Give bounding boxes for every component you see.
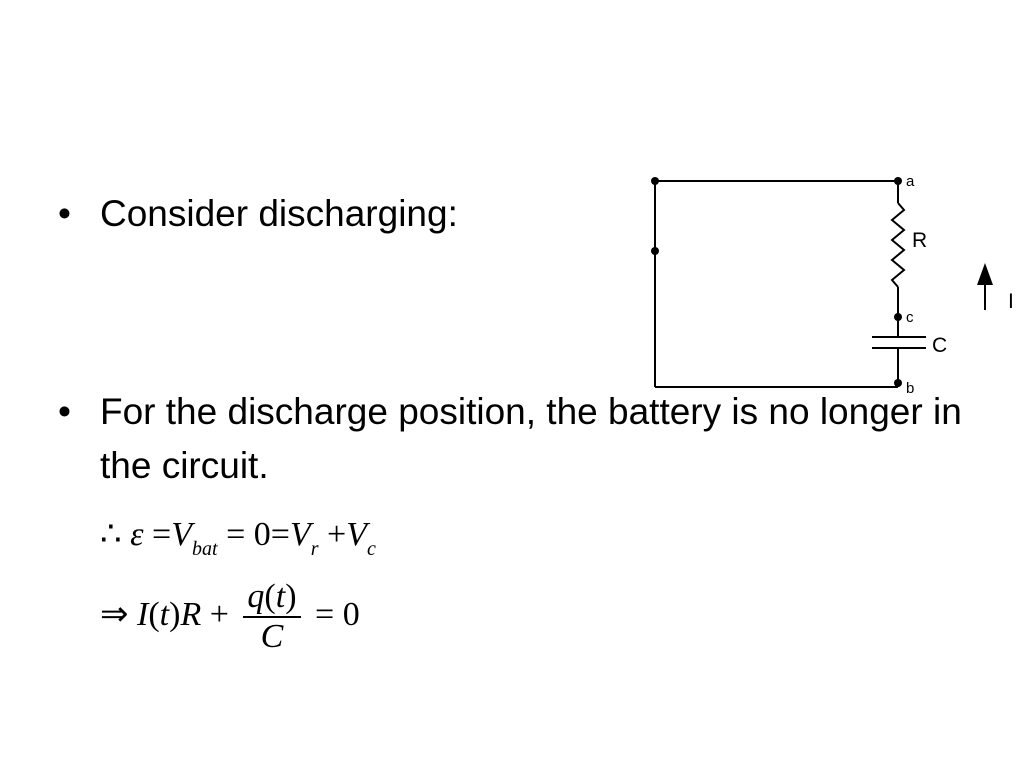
resistor-symbol	[890, 202, 906, 288]
node-left	[651, 247, 659, 255]
paren-open: (	[148, 595, 160, 633]
v-symbol: V	[289, 516, 311, 553]
label-r: R	[912, 229, 927, 252]
zero: 0	[253, 516, 271, 553]
fraction-q-over-c: q(t) C	[243, 578, 301, 656]
implies-symbol: ⇒	[100, 595, 129, 633]
paren-close: )	[169, 595, 181, 633]
fraction-bar	[243, 616, 301, 618]
fraction-numerator: q(t)	[243, 578, 300, 616]
current-arrow-head	[977, 263, 993, 285]
v-symbol: V	[171, 516, 193, 553]
current-i: I	[137, 595, 149, 633]
bullet-marker: •	[58, 193, 71, 234]
paren-close: )	[285, 578, 297, 615]
equals: =	[270, 516, 290, 553]
fraction-denominator: C	[260, 618, 284, 655]
rc-circuit-diagram: a R c C b I	[651, 173, 1014, 397]
bullet-marker: •	[58, 391, 71, 432]
node-top-left	[651, 177, 659, 185]
bullet-text: Consider discharging:	[100, 193, 458, 234]
label-c: c	[906, 309, 914, 326]
label-capacitor: C	[932, 334, 947, 357]
subscript-r: r	[310, 538, 319, 560]
equals: =	[152, 516, 172, 553]
label-a: a	[906, 173, 915, 190]
node-c	[894, 313, 902, 321]
resistance-r: R	[180, 595, 202, 633]
node-a	[894, 177, 902, 185]
paren-open: (	[264, 578, 276, 615]
v-symbol: V	[346, 516, 367, 553]
subscript-bat: bat	[192, 538, 218, 560]
subscript-c: c	[367, 538, 376, 560]
time-t: t	[275, 578, 286, 615]
equals: =	[315, 595, 335, 633]
plus: +	[209, 595, 229, 633]
emf-symbol: ε	[130, 516, 144, 553]
label-b: b	[906, 380, 914, 397]
bullet-text: For the discharge position, the battery …	[100, 391, 962, 486]
zero: 0	[342, 595, 360, 633]
equation-discharge: ⇒ I(t)R + q(t) C = 0	[100, 578, 360, 656]
plus: +	[327, 516, 347, 553]
time-t: t	[159, 595, 170, 633]
node-b	[894, 379, 902, 387]
equals: =	[226, 516, 246, 553]
charge-q: q	[247, 578, 265, 615]
label-current: I	[1008, 290, 1014, 313]
equation-kirchhoff: ∴ ε =Vbat = 0=Vr +Vc	[100, 514, 376, 560]
therefore-symbol: ∴	[100, 516, 122, 553]
